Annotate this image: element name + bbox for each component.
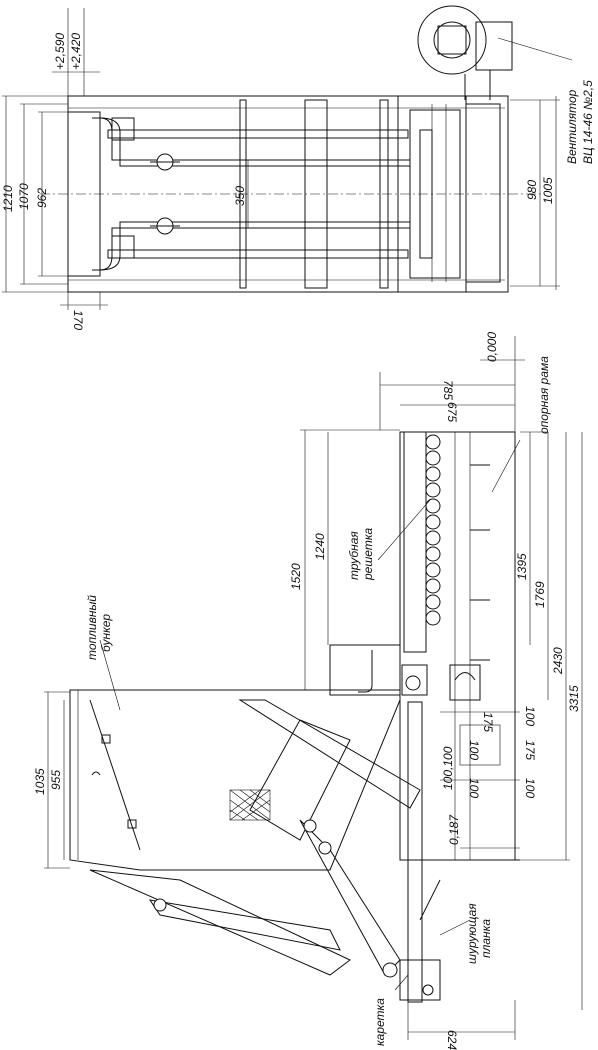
elev-low-label: +2,420 <box>69 33 83 70</box>
fan-housing <box>417 5 487 75</box>
label-carriage: каретка <box>373 998 387 1046</box>
label-grate-line2: решетка <box>361 527 375 581</box>
label-poker-line1: шурующая <box>465 903 479 964</box>
fan-label-line1: Вентилятор <box>565 89 579 164</box>
dim-955-label: 955 <box>49 770 63 790</box>
dim-2430-label: 2430 <box>551 647 565 675</box>
dim-1395-label: 1395 <box>515 553 529 580</box>
dim-100-100-label: 100,100 <box>441 746 455 790</box>
mesh-hatch <box>229 789 271 821</box>
dim-100-c-label: 100 <box>523 778 537 798</box>
width-mid-label: 1070 <box>17 183 31 210</box>
label-poker-line2: планка <box>479 919 493 958</box>
dim-675-label: 675 <box>445 402 459 422</box>
dim-980-label: 980 <box>525 180 539 200</box>
dim-1005-label: 1005 <box>541 177 555 204</box>
width-inner-label: 962 <box>35 188 49 208</box>
dim-1769-label: 1769 <box>533 581 547 608</box>
dim-624-label: 624 <box>445 1030 459 1050</box>
label-grate-line1: трубная <box>347 531 361 580</box>
side-view: 0,000 785 675 1520 1240 1395 1769 2430 3… <box>33 332 583 1050</box>
fan-label-line2: ВЦ 14-46 №2,5 <box>581 80 595 164</box>
dim-100-b-label: 100 <box>467 778 481 798</box>
dim-3315-label: 3315 <box>567 685 581 712</box>
dim-785-label: 785 <box>441 380 455 400</box>
dim-1240-label: 1240 <box>313 533 327 560</box>
depth-170-label: 170 <box>71 310 85 330</box>
dim-175-b-label: 175 <box>523 740 537 760</box>
top-view: +2,590 +2,420 1210 1070 962 350 170 980 … <box>1 5 595 330</box>
pipe-lower <box>92 227 410 271</box>
label-frame: опорная рама <box>537 356 551 434</box>
pipe-upper <box>92 117 410 161</box>
dim-100-a-label: 100 <box>523 706 537 726</box>
width-outer-label: 1210 <box>1 185 15 212</box>
elev-high-label: +2,590 <box>53 33 67 70</box>
fuel-hopper <box>69 689 401 871</box>
label-hopper-line2: бункер <box>99 614 113 652</box>
tube-grate <box>425 434 441 626</box>
dim-1520-label: 1520 <box>289 563 303 590</box>
dim-1035-label: 1035 <box>33 768 47 795</box>
mark-0187-label: 0,187 <box>447 814 461 845</box>
zero-mark-label: 0,000 <box>485 332 499 362</box>
label-hopper-line1: топливный <box>85 595 99 660</box>
gap-label: 350 <box>233 186 247 206</box>
dim-100-d-label: 100 <box>467 740 481 760</box>
dim-175-a-label: 175 <box>481 712 495 732</box>
